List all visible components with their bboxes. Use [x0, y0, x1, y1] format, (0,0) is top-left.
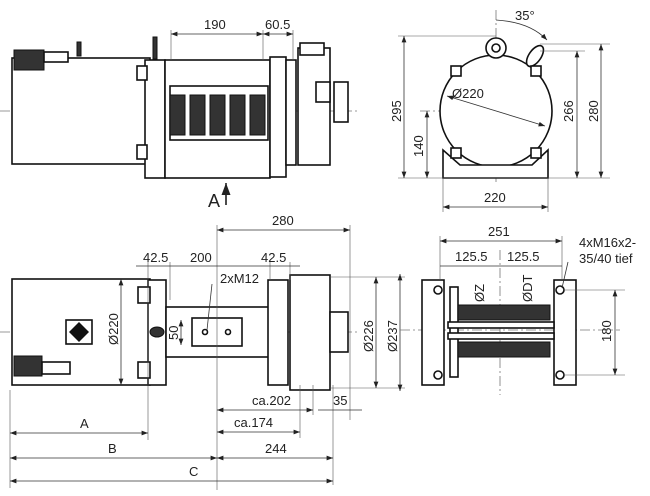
dim-220-base: 220 [484, 190, 506, 205]
dim-244: 244 [265, 441, 287, 456]
brake [329, 311, 349, 353]
plan-dim-280: 280 [272, 213, 294, 228]
view-label-a: A [208, 191, 220, 211]
dim-280: 280 [586, 100, 601, 122]
eyebolt [152, 36, 158, 60]
rope-windings [169, 94, 266, 136]
thread-note: 2xM12 [220, 271, 259, 286]
left-plate [421, 279, 445, 386]
dim-50: 50 [166, 326, 181, 340]
dim-226: Ø226 [361, 320, 376, 352]
motor-body [11, 57, 151, 165]
eyebolt [76, 41, 82, 57]
flange [267, 279, 289, 386]
flange [269, 56, 287, 178]
end-diameter: Ø220 [452, 86, 484, 101]
plan-view: 280 42.5 200 42.5 2xM12 50 Ø220 Ø226 Ø23… [0, 213, 405, 490]
section-view: ØZ ØDT 251 125.5 125.5 4xM16x2- 35/40 ti… [400, 224, 636, 395]
dim-b: B [108, 441, 117, 456]
dim-295: 295 [389, 100, 404, 122]
label-z: ØZ [472, 284, 487, 302]
dim-200: 200 [190, 250, 212, 265]
dim-42-5-left: 42.5 [143, 250, 168, 265]
dim-237: Ø237 [385, 320, 400, 352]
warning-diamond-icon [69, 322, 89, 342]
dim-42-5-right: 42.5 [261, 250, 286, 265]
gearbox [289, 274, 331, 391]
dim-140: 140 [411, 135, 426, 157]
dim-a: A [80, 416, 89, 431]
rope-upper [457, 304, 551, 321]
bolt-note-1: 4xM16x2- [579, 235, 636, 250]
dim-ca202: ca.202 [252, 393, 291, 408]
side-frame [144, 59, 166, 179]
dim-251: 251 [488, 224, 510, 239]
dim-180: 180 [599, 320, 614, 342]
end-view: Ø220 35° 295 140 266 280 220 [389, 8, 610, 212]
dim-266: 266 [561, 100, 576, 122]
terminal-box [13, 355, 43, 377]
dim-motor-diameter: Ø220 [106, 313, 121, 345]
bolt-note-2: 35/40 tief [579, 251, 633, 266]
dim-125-5-right: 125.5 [507, 249, 540, 264]
top-view: 190 60.5 A [0, 17, 360, 211]
label-dt: ØDT [520, 275, 535, 303]
dim-125-5-left: 125.5 [455, 249, 488, 264]
dim-60-5: 60.5 [265, 17, 290, 32]
rope-lower [457, 341, 551, 358]
dim-c: C [189, 464, 198, 479]
angle-label: 35° [515, 8, 535, 23]
brake [333, 81, 349, 123]
gearbox [297, 47, 331, 166]
dim-35: 35 [333, 393, 347, 408]
right-plate [553, 279, 577, 386]
dim-ca174: ca.174 [234, 415, 273, 430]
dim-190: 190 [204, 17, 226, 32]
terminal-box [13, 49, 45, 71]
